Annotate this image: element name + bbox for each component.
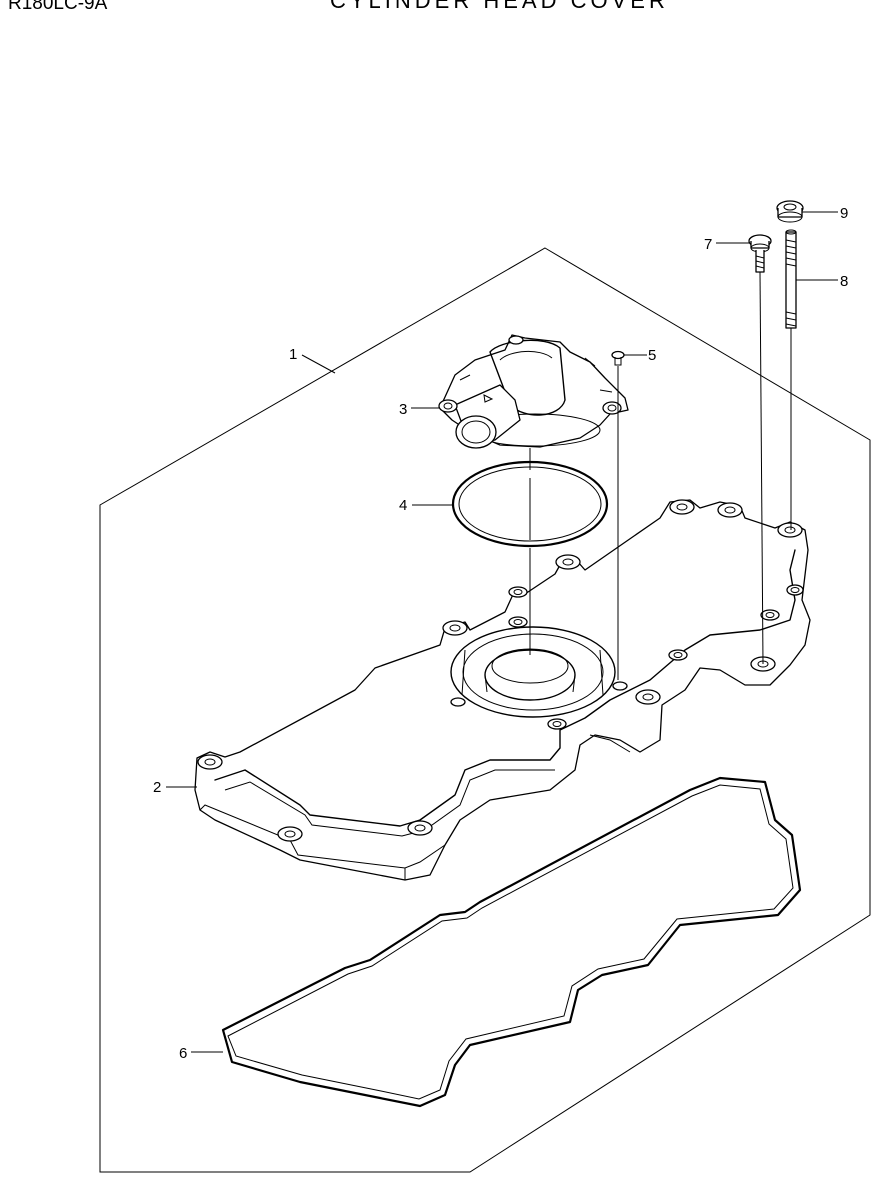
callout-2: 2 [153,779,161,796]
callout-7: 7 [704,236,712,253]
part-5-screw[interactable] [611,350,625,366]
part-9-nut[interactable] [776,200,804,223]
callout-6: 6 [179,1045,187,1062]
diagram-title: CYLINDER HEAD COVER [330,0,669,13]
leader-lines [166,211,838,1053]
part-2-head-cover[interactable] [194,499,811,881]
page-header: R180LC-9A CYLINDER HEAD COVER [0,0,887,20]
assembly-boundary [99,247,871,1173]
part-6-gasket[interactable] [221,776,802,1108]
callout-1: 1 [289,346,297,363]
bolt-boss-group [197,499,804,842]
model-code: R180LC-9A [8,0,108,14]
callout-3: 3 [399,401,407,418]
callout-9: 9 [840,205,848,222]
callout-8: 8 [840,273,848,290]
assembly-lines [529,271,792,680]
callout-5: 5 [648,347,656,364]
part-3-breather-housing[interactable] [438,334,629,449]
part-7-bolt[interactable] [748,234,772,273]
part-8-stud[interactable] [785,229,797,329]
callout-4: 4 [399,497,407,514]
